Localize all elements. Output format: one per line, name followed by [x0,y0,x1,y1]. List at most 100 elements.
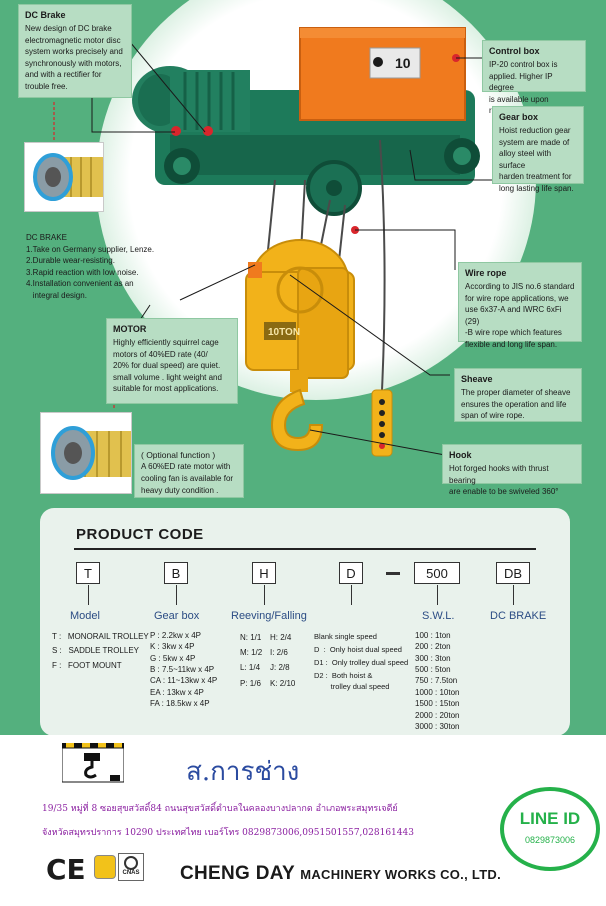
ce-mark: CE [46,853,86,886]
block-label: 10TON [268,327,300,338]
hook-icon [270,370,324,452]
callout-line: A 60%ED rate motor with [141,462,231,472]
list-item: D1 : Only trolley dual speed [314,658,409,668]
company-name-main: CHENG DAY [180,863,295,884]
callout-title: DC Brake [25,10,66,20]
callout-title: Gear box [499,112,539,122]
list-item: L: 1/4 [240,663,261,673]
code-box-model: T [76,562,100,584]
callout-gear-box: Gear box Hoist reduction gear system are… [492,106,584,193]
list-item: 3000 : 30ton [415,721,460,731]
callout-optional-function: ( Optional function ) A 60%ED rate motor… [134,444,244,498]
callout-line: integral design. [26,290,87,300]
cnas-badge: CNAS [118,853,144,881]
callout-line: synchronously with motors, [25,58,122,68]
callout-hook: Hook Hot forged hooks with thrust bearin… [442,444,582,496]
callout-line: heavy duty condition . [141,485,219,495]
callout-line: for wire rope applications, we [465,293,569,303]
callout-line: New design of DC brake [25,24,112,34]
callout-line: cooling fan is available for [141,473,234,483]
company-footer: ส.การช่าง 19/35 หมู่ที่ 8 ซอยสุขสวัสดิ์8… [0,735,606,906]
callout-line: 2.Durable wear-resisting. [26,256,115,266]
callout-line: harden treatment for [499,172,572,182]
line-id-number: 0829873006 [524,835,576,845]
code-dash [386,572,400,575]
list-item: K : 3kw x 4P [150,642,195,652]
title-divider [74,548,536,550]
callout-line: trouble free. [25,82,68,92]
list-item: 500 : 5ton [415,665,451,675]
list-item: 300 : 3ton [415,653,451,663]
callout-dc-brake-features: DC BRAKE 1.Take on Germany supplier, Len… [26,232,176,302]
callout-line: According to JIS no.6 standard [465,282,575,292]
code-box-reeving: H [252,562,276,584]
callout-line: Hot forged hooks with thrust bearing [449,464,549,485]
list-item: J: 2/8 [270,663,290,673]
code-box-speed: D [339,562,363,584]
callout-dc-brake: DC Brake New design of DC brake electrom… [18,4,132,98]
list-item: trolley dual speed [314,681,390,691]
line-id-badge: LINE ID 0829873006 [500,787,600,871]
code-connector [264,585,265,605]
product-code-title: PRODUCT CODE [76,526,204,543]
code-box-gear: B [164,562,188,584]
list-item: D : Only hoist dual speed [314,645,402,655]
callout-line: small volume . light weight and [113,372,222,382]
callout-sheave: Sheave The proper diameter of sheave ens… [454,368,582,422]
heading-gear-box: Gear box [154,610,200,622]
code-connector [437,585,438,605]
reeving-list-b: H: 2/4 I: 2/6 J: 2/8 K: 2/10 [270,630,295,691]
callout-line: 1.Take on Germany supplier, Lenze. [26,244,155,254]
code-connector [176,585,177,605]
callout-title: Hook [449,450,472,460]
callout-line: 20% for dual speed) are quiet. [113,361,221,371]
hook-block: 10TON [245,239,355,379]
list-item: F : FOOT MOUNT [52,660,122,670]
crane-logo-icon [62,743,124,783]
callout-line: The proper diameter of sheave [461,388,571,398]
callout-line: -B wire rope which features [465,328,562,338]
gear-list: P : 2.2kw x 4P K : 3kw x 4P G : 5kw x 4P… [150,630,217,710]
heading-dc-brake: DC BRAKE [490,610,547,622]
swl-list: 100 : 1ton 200 : 2ton 300 : 3ton 500 : 5… [415,630,459,732]
list-item: D2 : Both hoist & [314,671,373,681]
callout-title: Sheave [461,374,493,384]
list-item: 750 : 7.5ton [415,676,458,686]
hoist-illustration: 10 10TON [53,27,530,457]
list-item: 200 : 2ton [415,642,451,652]
callout-line: use 6x37-A and IWRC 6xFi (29) [465,305,562,326]
callout-line: 3.Rapid reaction with low noise. [26,267,139,277]
heading-model: Model [70,610,100,622]
control-box-label: 10 [395,55,411,71]
list-item: G : 5kw x 4P [150,653,196,663]
company-english-name: CHENG DAY MACHINERY WORKS CO., LTD. [180,863,501,885]
callout-line: Hoist reduction gear [499,126,571,136]
reeving-list-a: N: 1/1 M: 1/2 L: 1/4 P: 1/6 [240,630,262,691]
callout-line: long lasting life span. [499,184,574,194]
callout-title: ( Optional function ) [141,450,216,460]
list-item: B : 7.5~11kw x 4P [150,665,215,675]
list-item: N: 1/1 [240,633,262,642]
line-id-label: LINE ID [519,809,581,828]
address-line-1: 19/35 หมู่ที่ 8 ซอยสุขสวัสดิ์84 ถนนสุขสว… [42,804,398,814]
callout-line: flexible and long life span. [465,340,558,350]
callout-title: Wire rope [465,268,507,278]
company-name-sub: MACHINERY WORKS CO., LTD. [300,867,502,882]
pendant-control [371,389,393,457]
callout-title: Control box [489,46,540,56]
product-feature-panel: 10 10TON [0,0,606,735]
brake-inset-image [24,142,104,212]
certification-badge [94,855,116,879]
callout-wire-rope: Wire rope According to JIS no.6 standard… [458,262,582,349]
motor-inset-image [40,412,132,494]
code-box-swl: 500 [414,562,460,584]
callout-line: ensures the operation and life [461,399,567,409]
model-list: T : MONORAIL TROLLEY S : SADDLE TROLLEY … [52,630,149,673]
list-item: Blank single speed [314,632,377,641]
list-item: CA : 11~13kw x 4P [150,676,218,686]
callout-line: are enable to be swiveled 360° [449,487,559,497]
callout-title: DC BRAKE [26,233,67,242]
list-item: P: 1/6 [240,678,261,688]
list-item: K: 2/10 [270,678,296,688]
heading-reeving: Reeving/Falling [231,610,307,622]
